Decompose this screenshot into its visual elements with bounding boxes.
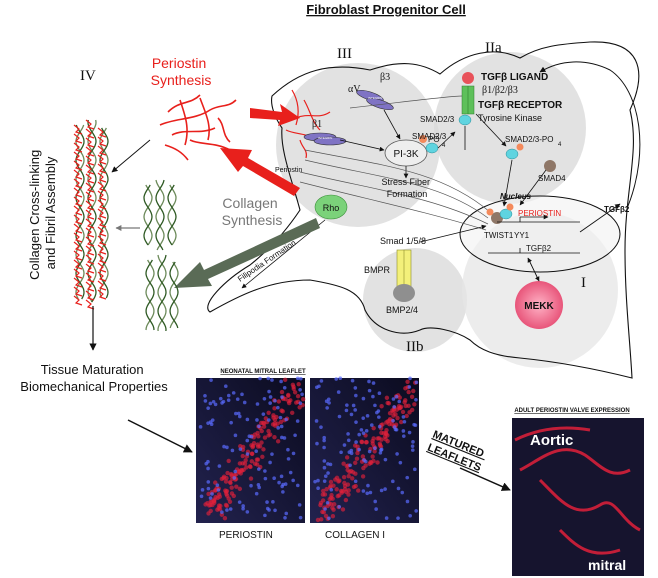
tgfb-receptor-label: TGFβ RECEPTOR bbox=[478, 100, 563, 111]
label-iib: IIb bbox=[406, 339, 424, 355]
smad4-node bbox=[544, 160, 556, 172]
pi3k-label: PI-3K bbox=[393, 149, 418, 160]
collagen-synthesis-label: Collagen Synthesis bbox=[222, 195, 283, 228]
po4-label: PO bbox=[428, 135, 440, 144]
adult-image bbox=[512, 418, 644, 576]
adult-title: ADULT PERIOSTIN VALVE EXPRESSION bbox=[514, 408, 629, 414]
rho-label: Rho bbox=[323, 203, 340, 213]
periostin-synthesis-label: Periostin Synthesis bbox=[151, 55, 212, 88]
integrin-alphav-beta3: INTEGRIN bbox=[356, 89, 394, 111]
diagram-title: Fibroblast Progenitor Cell bbox=[306, 2, 466, 17]
tgfb-ligand-label: TGFβ LIGAND bbox=[481, 72, 548, 83]
tissue-label: Tissue Maturation Biomechanical Properti… bbox=[20, 362, 168, 394]
beta3-label: β3 bbox=[380, 72, 390, 83]
po4-sub: 4 bbox=[442, 143, 446, 149]
bmp24-node bbox=[393, 284, 415, 302]
smad23-label-top: SMAD2/3 bbox=[420, 115, 455, 124]
tgfb2-gene-label: TGFβ2 bbox=[526, 244, 552, 253]
stress-fiber-label: Stress Fiber Formation bbox=[381, 177, 432, 199]
mitral-label: mitral bbox=[588, 557, 626, 573]
smad23po4-sub: 4 bbox=[558, 142, 562, 148]
periostin-gene-label: PERIOSTIN bbox=[518, 209, 561, 218]
smad158-label: Smad 1/5/8 bbox=[380, 236, 426, 246]
stress-fibers bbox=[299, 95, 491, 231]
smad23-label-left: SMAD2/3 bbox=[412, 132, 447, 141]
neonatal-title: NEONATAL MITRAL LEAFLET bbox=[220, 369, 306, 375]
region-iib bbox=[363, 248, 467, 352]
label-i: I bbox=[581, 275, 586, 291]
twist1-label: TWIST1 bbox=[484, 231, 514, 240]
periostin-cell-label: Periostin bbox=[275, 167, 302, 174]
integrin-to-pi3k bbox=[339, 139, 385, 152]
alphav-label: αV bbox=[348, 84, 361, 95]
tgfb2-out-label: TGFβ2 bbox=[604, 205, 630, 214]
integrin-beta1: INTEGRIN bbox=[303, 132, 347, 146]
tgfb-ligand bbox=[462, 72, 474, 84]
cell-outline bbox=[207, 41, 640, 379]
periostin-arrow-in bbox=[250, 104, 300, 126]
bmp24-label: BMP2/4 bbox=[386, 305, 418, 315]
po4-dot bbox=[419, 135, 427, 143]
aortic-label: Aortic bbox=[530, 432, 573, 449]
periostin-arrow-out bbox=[220, 148, 300, 196]
svg-text:INTEGRIN: INTEGRIN bbox=[368, 96, 382, 100]
label-iv: IV bbox=[80, 68, 96, 84]
tgfb2-feedback bbox=[539, 61, 641, 207]
crosslink-label: Collagen Cross-linking and Fibril Assemb… bbox=[27, 146, 58, 280]
svg-text:INTEGRIN: INTEGRIN bbox=[318, 136, 332, 140]
rho-node bbox=[314, 194, 348, 220]
tgfb-ligand-sub: β1/β2/β3 bbox=[482, 85, 518, 96]
tyrosine-label: Tyrosine Kinase bbox=[478, 113, 542, 123]
smad4-label: SMAD4 bbox=[538, 174, 566, 183]
collagen-arrow bbox=[174, 218, 320, 288]
mekk-label: MEKK bbox=[524, 301, 554, 312]
collagen-fibrils bbox=[73, 119, 179, 332]
smad23po4-label: SMAD2/3-PO bbox=[505, 135, 553, 144]
nucleus-label: Nucleus bbox=[500, 192, 532, 201]
smad23-node-left bbox=[425, 142, 439, 154]
label-iia: IIa bbox=[485, 40, 502, 56]
beta1-label: β1 bbox=[312, 119, 322, 130]
collagen-image-label: COLLAGEN I bbox=[325, 530, 385, 541]
label-iii: III bbox=[337, 46, 352, 62]
smad23-node-top bbox=[458, 114, 472, 126]
smad23po4-node bbox=[505, 148, 519, 160]
yy1-label: YY1 bbox=[514, 231, 530, 240]
matured-label: MATURED LEAFLETS bbox=[426, 429, 489, 475]
periostin-image-label: PERIOSTIN bbox=[219, 530, 273, 541]
bmpr-label: BMPR bbox=[364, 265, 391, 275]
mekk-node bbox=[515, 281, 563, 329]
periostin-network bbox=[159, 94, 237, 161]
integrin3-to-pi3k bbox=[383, 109, 401, 140]
